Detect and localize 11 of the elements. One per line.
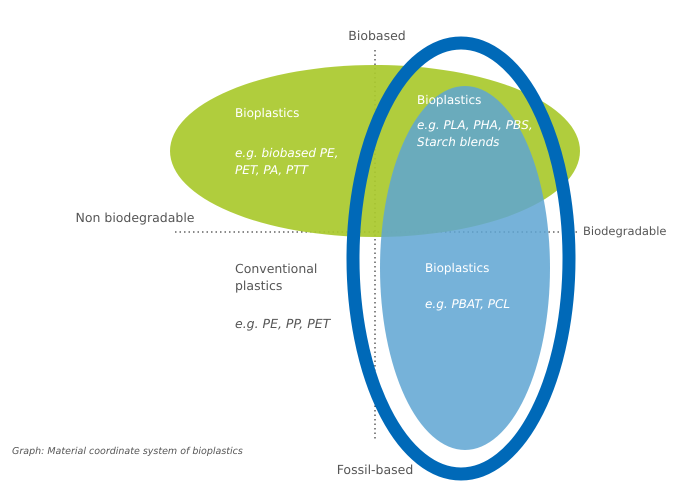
axis-label: Non biodegradable [74,210,196,227]
axis-label: Fossil-based [336,462,414,479]
caption: Graph: Material coordinate system of bioplastics [12,446,243,459]
example-text: e.g. PE, PP, PET [235,316,332,333]
region-label: Conventional plastics [235,261,318,295]
example-text: e.g. PBAT, PCL [425,296,512,313]
region-label: Bioplastics [425,260,490,277]
axis-label: Biodegradable [583,224,668,240]
region-label: Bioplastics [235,105,300,122]
example-text: e.g. biobased PE, PET, PA, PTT [235,145,340,179]
axis-label: Biobased [347,28,407,45]
